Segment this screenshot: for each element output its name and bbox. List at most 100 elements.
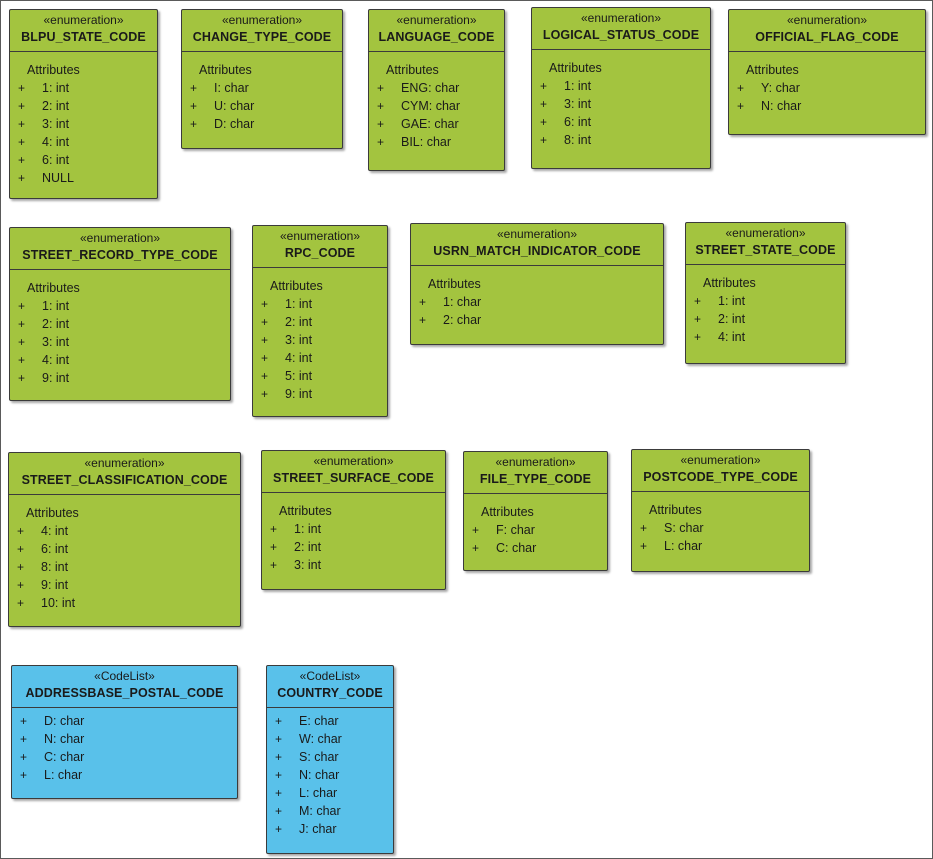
public-visibility-icon: + [275, 804, 283, 818]
box-header: «enumeration»BLPU_STATE_CODE [10, 10, 157, 52]
attribute-row: +3: int [532, 95, 710, 113]
attribute-row: +D: char [12, 712, 237, 730]
attribute-row: +2: int [10, 97, 157, 115]
attribute-row: +5: int [253, 367, 387, 385]
public-visibility-icon: + [18, 371, 26, 385]
public-visibility-icon: + [275, 714, 283, 728]
attribute-value: L: char [299, 786, 338, 800]
attribute-row: +2: int [253, 313, 387, 331]
attribute-row: +L: char [12, 766, 237, 784]
attribute-value: 5: int [285, 369, 313, 383]
attribute-value: CYM: char [401, 99, 461, 113]
attribute-value: 1: int [285, 297, 313, 311]
street-state-code-box[interactable]: «enumeration»STREET_STATE_CODE Attributes… [685, 222, 846, 364]
attribute-row: +S: char [267, 748, 393, 766]
public-visibility-icon: + [377, 135, 385, 149]
public-visibility-icon: + [18, 81, 26, 95]
public-visibility-icon: + [377, 99, 385, 113]
stereotype-label: «enumeration» [496, 227, 578, 241]
attributes-compartment: Attributes+4: int+6: int+8: int+9: int+1… [9, 495, 240, 612]
attribute-value: 6: int [564, 115, 592, 129]
attribute-value: N: char [44, 732, 85, 746]
stereotype-label: «enumeration» [495, 455, 576, 469]
box-header: «enumeration»OFFICIAL_FLAG_CODE [729, 10, 925, 52]
public-visibility-icon: + [190, 99, 198, 113]
attribute-value: F: char [496, 523, 535, 537]
attribute-value: GAE: char [401, 117, 459, 131]
box-header: «enumeration»STREET_SURFACE_CODE [262, 451, 445, 493]
attributes-compartment: Attributes+1: char+2: char [411, 266, 663, 329]
public-visibility-icon: + [18, 317, 26, 331]
attributes-compartment: Attributes+1: int+2: int+3: int [262, 493, 445, 574]
attributes-heading: Attributes [279, 504, 332, 518]
box-header: «enumeration»LANGUAGE_CODE [369, 10, 504, 52]
attribute-value: 3: int [564, 97, 592, 111]
attribute-row: +8: int [9, 558, 240, 576]
attribute-row: +ENG: char [369, 79, 504, 97]
attribute-row: +10: int [9, 594, 240, 612]
public-visibility-icon: + [261, 297, 269, 311]
box-header: «enumeration»STREET_STATE_CODE [686, 223, 845, 265]
attribute-row: +C: char [464, 539, 607, 557]
public-visibility-icon: + [472, 541, 480, 555]
attribute-row: +N: char [267, 766, 393, 784]
attribute-value: M: char [299, 804, 341, 818]
attribute-row: + J: char [267, 820, 393, 838]
public-visibility-icon: + [261, 333, 269, 347]
box-name: POSTCODE_TYPE_CODE [643, 470, 798, 484]
attribute-row: +6: int [10, 151, 157, 169]
public-visibility-icon: + [20, 750, 28, 764]
public-visibility-icon: + [261, 315, 269, 329]
addressbase-postal-code-box[interactable]: «CodeList»ADDRESSBASE_POSTAL_CODEAttribu… [11, 665, 238, 799]
attributes-compartment: Attributes+D: char+N: char+C: char+L: ch… [12, 708, 237, 784]
attribute-row: + CYM: char [369, 97, 504, 115]
box-header: «CodeList»ADDRESSBASE_POSTAL_CODE [12, 666, 237, 708]
attribute-row: +2: int [686, 310, 845, 328]
attribute-value: 1: int [42, 299, 70, 313]
box-name: STREET_CLASSIFICATION_CODE [21, 473, 228, 487]
attributes-compartment: Attributes+F: char+C: char [464, 494, 607, 557]
public-visibility-icon: + [640, 539, 648, 553]
attribute-value: 4: int [41, 524, 69, 538]
attribute-row: + M: char [267, 802, 393, 820]
blpu-state-code-box[interactable]: «enumeration»BLPU_STATE_CODE Attributes +1… [9, 9, 158, 199]
public-visibility-icon: + [261, 387, 269, 401]
public-visibility-icon: + [275, 822, 283, 836]
attribute-row: +3: int [10, 333, 230, 351]
stereotype-label: «enumeration» [79, 231, 161, 245]
public-visibility-icon: + [694, 294, 702, 308]
attribute-value: 8: int [41, 560, 69, 574]
attribute-row: +1: int [10, 79, 157, 97]
attribute-value: D: char [44, 714, 85, 728]
public-visibility-icon: + [17, 524, 25, 538]
attribute-value: L: char [44, 768, 83, 782]
attributes-heading: Attributes [703, 276, 756, 290]
attributes-compartment: Attributes+1: int+2: int+4: int [686, 265, 845, 346]
attribute-row: +8: int [532, 131, 710, 149]
attribute-row: +U: char [182, 97, 342, 115]
box-name: FILE_TYPE_CODE [479, 472, 592, 486]
attribute-row: +4: int [10, 133, 157, 151]
public-visibility-icon: + [275, 768, 283, 782]
attribute-value: J: char [299, 822, 337, 836]
box-name: ADDRESSBASE_POSTAL_CODE [25, 686, 224, 700]
attributes-compartment: Attributes+S: char+L: char [632, 492, 809, 555]
public-visibility-icon: + [275, 750, 283, 764]
attributes-heading: Attributes [27, 281, 80, 295]
public-visibility-icon: + [190, 81, 198, 95]
attributes-heading: Attributes [27, 63, 80, 77]
attribute-value: 4: int [42, 135, 70, 149]
attribute-value: D: char [214, 117, 255, 131]
